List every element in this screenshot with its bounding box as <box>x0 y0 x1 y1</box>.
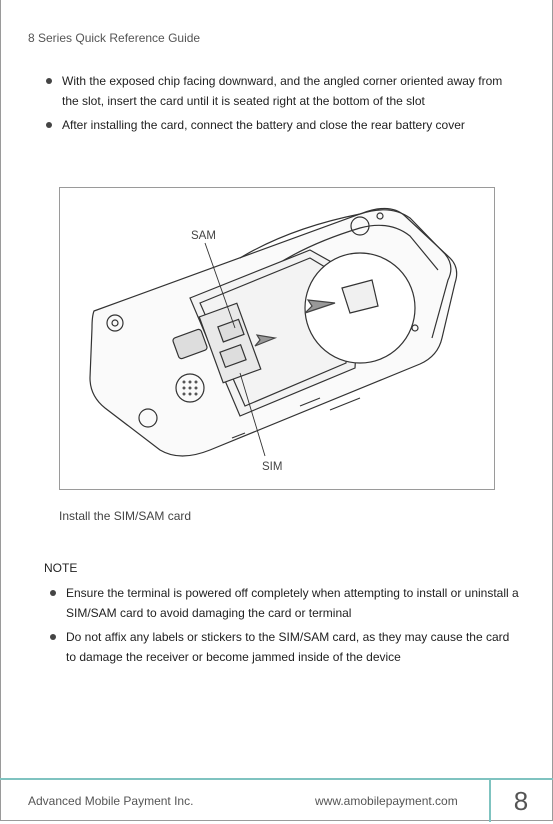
sim-slot-label: SIM <box>262 461 283 473</box>
note-heading: NOTE <box>44 561 78 575</box>
device-illustration <box>89 207 458 457</box>
footer-company: Advanced Mobile Payment Inc. <box>28 794 194 808</box>
page-number: 8 <box>489 780 551 822</box>
note-item: Do not affix any labels or stickers to t… <box>44 627 520 667</box>
document-header-title: 8 Series Quick Reference Guide <box>28 31 201 45</box>
page-footer: Advanced Mobile Payment Inc. www.amobile… <box>0 778 553 824</box>
note-list: Ensure the terminal is powered off compl… <box>44 583 520 671</box>
instruction-item: After installing the card, connect the b… <box>40 115 520 135</box>
instruction-list: With the exposed chip facing downward, a… <box>40 71 520 139</box>
sam-slot-label: SAM <box>191 230 216 242</box>
footer-url: www.amobilepayment.com <box>315 794 458 808</box>
instruction-item: With the exposed chip facing downward, a… <box>40 71 520 111</box>
figure-caption: Install the SIM/SAM card <box>59 509 192 523</box>
note-item: Ensure the terminal is powered off compl… <box>44 583 520 623</box>
device-illustration-frame: SAM SIM <box>59 187 495 490</box>
